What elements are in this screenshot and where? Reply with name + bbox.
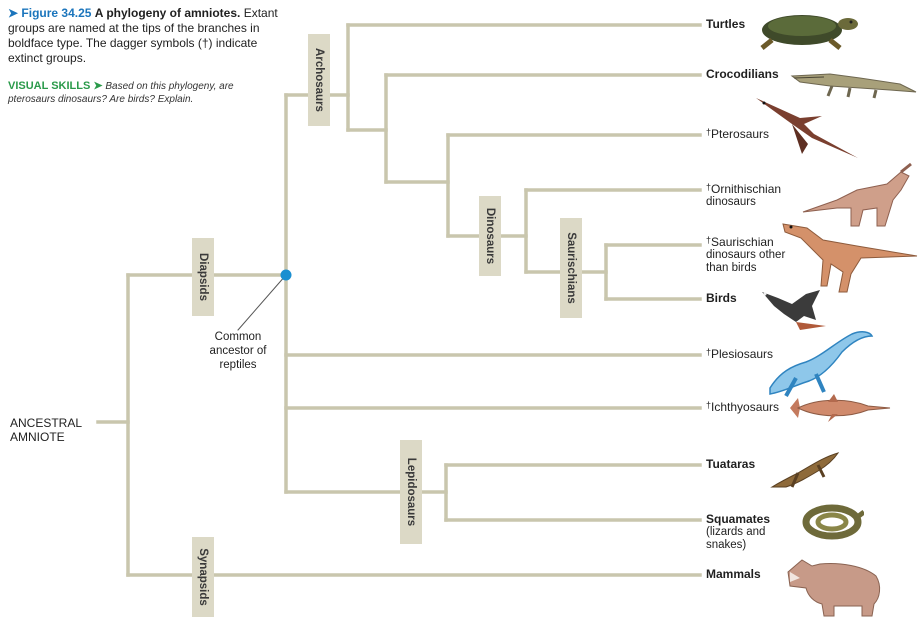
tuatara-icon [770,452,840,488]
clade-label-synapsids: Synapsids [192,537,214,617]
clade-label-lepidosaurs: Lepidosaurs [400,440,422,544]
caption-text: Extant groups are named at the tips of t… [8,6,278,65]
clade-label-archosaurs: Archosaurs [308,34,330,126]
caption-arrow-icon: ➤ [8,6,19,20]
hadrosaur-icon [802,162,912,227]
taxon-crocodilians: Crocodilians [706,67,779,81]
dagger-icon: † [706,400,712,410]
common-ancestor-pointer [237,274,287,331]
snake-icon [802,504,864,540]
dagger-icon: † [706,235,712,245]
figure-number: Figure 34.25 [21,6,92,20]
taxon-mammals: Mammals [706,567,761,581]
dagger-icon: † [706,127,712,137]
turtle-icon [760,15,858,50]
common-ancestor-node [280,269,292,281]
clade-label-saurischians: Saurischians [560,218,582,318]
visual-skills-label: VISUAL SKILLS ➤ [8,80,103,92]
plesiosaur-icon [769,331,874,397]
pterosaur-icon [756,98,858,158]
crocodile-icon [790,73,917,99]
taxon-pterosaurs: †Pterosaurs [706,127,770,141]
figure-title: A phylogeny of amniotes. [94,6,241,20]
theropod-icon [782,223,918,293]
visual-skills: VISUAL SKILLS ➤ Based on this phylogeny,… [8,80,280,106]
visual-skills-text: Based on this phylogeny, are pterosaurs … [8,81,234,105]
clade-label-diapsids: Diapsids [192,238,214,316]
taxon-birds: Birds [706,291,737,305]
ichthyosaur-icon [790,394,891,422]
common-ancestor-label: Common ancestor of reptiles [209,331,267,371]
taxon-ichthyosaurs: †Ichthyosaurs [706,400,780,414]
root-label: ANCESTRAL AMNIOTE [10,416,82,444]
bird-icon [762,290,826,330]
taxon-tuataras: Tuataras [706,457,756,471]
clade-label-dinosaurs: Dinosaurs [479,196,501,276]
figure-caption: ➤ Figure 34.25 A phylogeny of amniotes. … [8,6,280,66]
taxon-turtles: Turtles [706,17,746,31]
dagger-icon: † [706,182,712,192]
dagger-icon: † [706,347,712,357]
hippo-icon [787,559,881,617]
taxon-plesiosaurs: †Plesiosaurs [706,347,774,361]
